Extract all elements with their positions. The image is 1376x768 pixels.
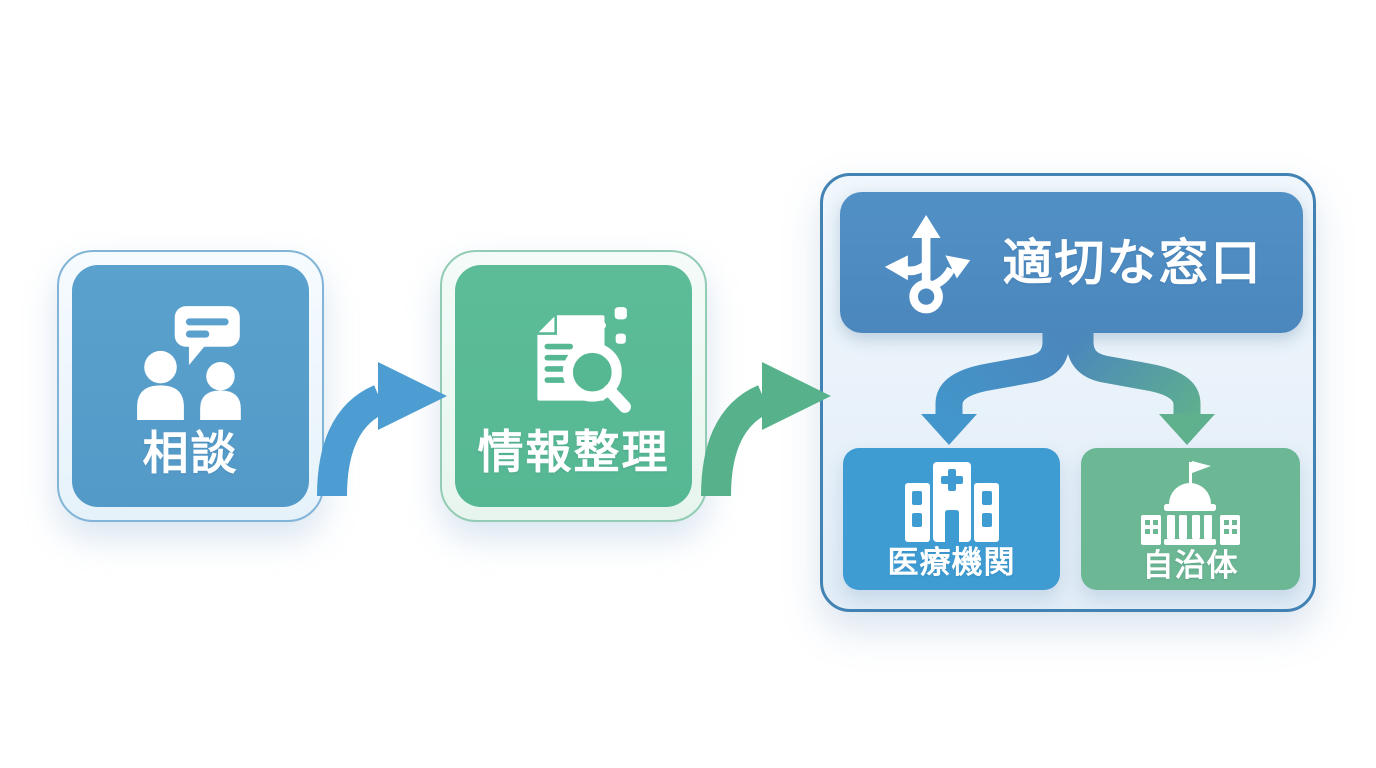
node-consultation: 相談 (57, 250, 324, 522)
node-municipality-label: 自治体 (1142, 547, 1239, 584)
branch-arrows-icon (884, 214, 970, 313)
node-medical-label: 医療機関 (887, 544, 1016, 581)
hospital-icon (904, 461, 999, 542)
node-organize-info-body: 情報整理 (455, 265, 692, 507)
node-organize-info: 情報整理 (440, 250, 707, 522)
document-search-icon (536, 307, 631, 413)
people-chat-icon (136, 306, 241, 420)
node-consultation-body: 相談 (72, 265, 309, 507)
node-consultation-label: 相談 (142, 426, 239, 480)
node-organize-info-label: 情報整理 (477, 425, 670, 479)
group-header-window: 適切な窓口 (840, 192, 1303, 333)
destination-group: 適切な窓口 医療機関 (820, 173, 1316, 612)
node-municipality: 自治体 (1081, 448, 1300, 590)
government-icon (1140, 460, 1240, 545)
arrow-organize-to-group (701, 362, 831, 497)
node-medical: 医療機関 (843, 448, 1060, 590)
arrow-consult-to-organize (317, 362, 447, 497)
group-header-label: 適切な窓口 (1002, 233, 1263, 292)
